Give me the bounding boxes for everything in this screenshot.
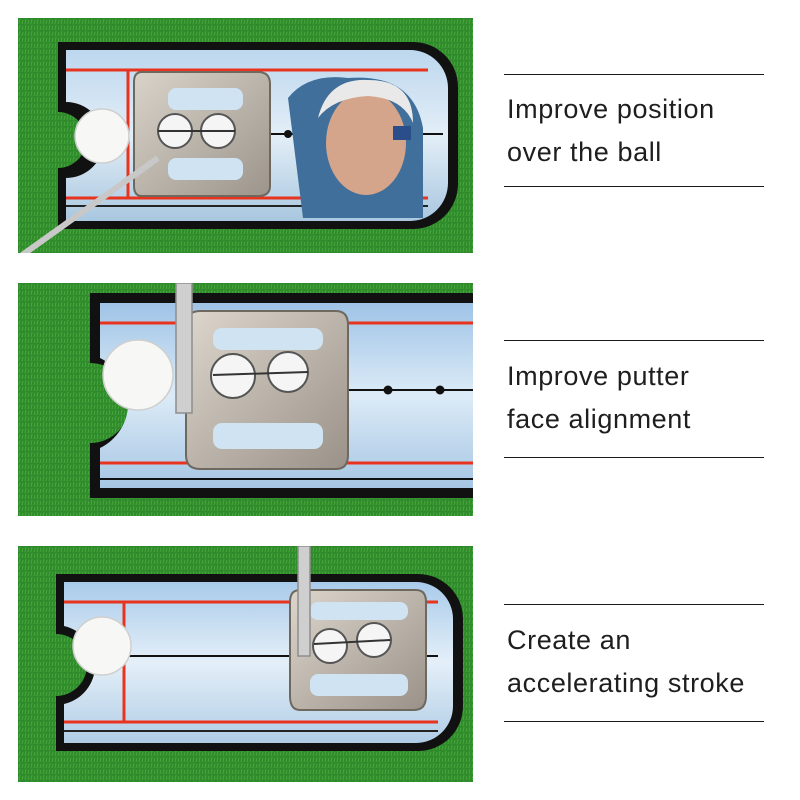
training-photo-3 (18, 546, 473, 782)
putter-shaft (19, 155, 160, 253)
golf-ball (102, 339, 174, 411)
putter-head (289, 589, 427, 711)
putter-head (185, 310, 349, 470)
golf-ball (72, 616, 132, 676)
caption-line: over the ball (507, 137, 662, 167)
divider-line (504, 74, 764, 75)
divider-line (504, 457, 764, 458)
training-photo-1 (18, 18, 473, 253)
putter-head (133, 71, 271, 197)
caption-2: Improve putter face alignment (504, 340, 764, 458)
golfer-reflection (288, 77, 423, 218)
alignment-dot (284, 130, 292, 138)
divider-line (504, 340, 764, 341)
caption-line: Improve position (507, 94, 715, 124)
alignment-dot (383, 385, 393, 395)
divider-line (504, 604, 764, 605)
caption-3: Create an accelerating stroke (504, 604, 764, 722)
divider-line (504, 721, 764, 722)
caption-line: Improve putter (507, 361, 690, 391)
divider-line (504, 186, 764, 187)
caption-line: accelerating stroke (507, 668, 746, 698)
caption-line: face alignment (507, 404, 692, 434)
putter-shaft (297, 546, 311, 657)
alignment-dot (435, 385, 445, 395)
putter-shaft (175, 283, 193, 414)
caption-line: Create an (507, 625, 631, 655)
caption-1: Improve position over the ball (504, 74, 764, 190)
golf-ball (74, 108, 130, 164)
training-photo-2 (18, 283, 473, 516)
